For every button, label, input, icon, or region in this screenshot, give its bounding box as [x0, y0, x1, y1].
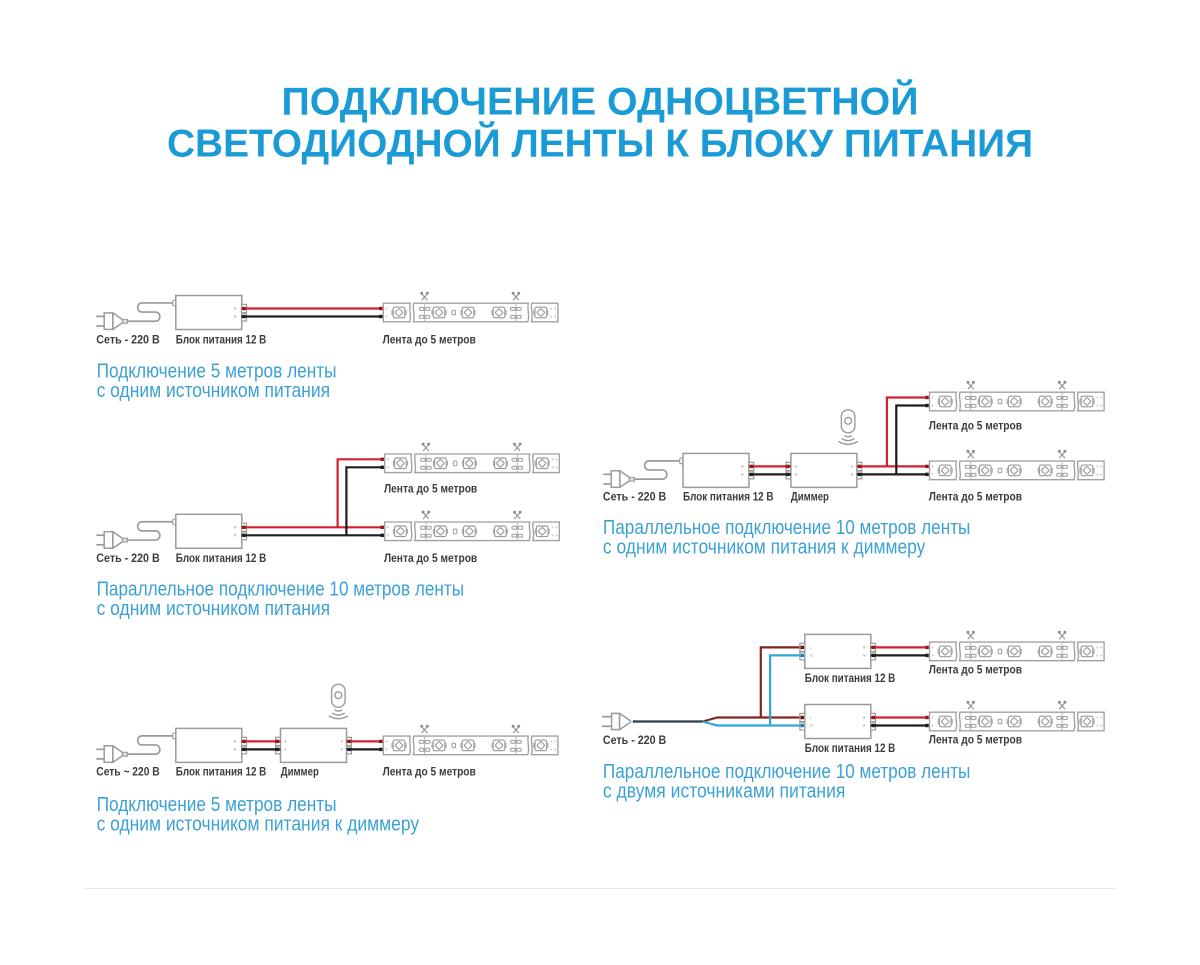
svg-text:Блок питания 12 В: Блок питания 12 В: [176, 767, 266, 779]
svg-text:Блок питания 12 В: Блок питания 12 В: [683, 491, 774, 503]
svg-text:Лента до 5 метров: Лента до 5 метров: [929, 491, 1022, 503]
svg-text:L: L: [810, 715, 813, 720]
svg-text:с одним источником питания: с одним источником питания: [97, 380, 331, 402]
svg-text:Сеть - 220 В: Сеть - 220 В: [96, 553, 159, 565]
svg-text:с одним источником питания: с одним источником питания: [97, 598, 331, 620]
svg-text:Параллельное подключение 10 ме: Параллельное подключение 10 метров ленты: [603, 761, 971, 783]
svg-text:Сеть - 220 В: Сеть - 220 В: [603, 491, 666, 503]
svg-text:L: L: [810, 645, 813, 650]
svg-text:Лента до 5 метров: Лента до 5 метров: [383, 334, 476, 346]
svg-text:Параллельное подключение 10 ме: Параллельное подключение 10 метров ленты: [603, 517, 971, 539]
svg-text:Сеть - 220 В: Сеть - 220 В: [603, 735, 666, 747]
svg-text:Лента до 5 метров: Лента до 5 метров: [384, 553, 477, 565]
svg-text:Лента до 5 метров: Лента до 5 метров: [383, 767, 476, 779]
svg-text:Блок питания 12 В: Блок питания 12 В: [805, 673, 896, 685]
svg-text:Лента до 5 метров: Лента до 5 метров: [929, 420, 1022, 432]
svg-text:Сеть ~ 220 В: Сеть ~ 220 В: [96, 767, 159, 779]
svg-text:с одним источником питания к д: с одним источником питания к диммеру: [603, 537, 926, 559]
svg-text:Подключение 5 метров ленты: Подключение 5 метров ленты: [97, 361, 337, 383]
svg-text:Диммер: Диммер: [281, 767, 319, 779]
svg-text:СВЕТОДИОДНОЙ ЛЕНТЫ К БЛОКУ ПИТ: СВЕТОДИОДНОЙ ЛЕНТЫ К БЛОКУ ПИТАНИЯ: [167, 121, 1033, 166]
svg-text:N: N: [810, 653, 813, 658]
svg-text:Лента до 5 метров: Лента до 5 метров: [929, 665, 1022, 677]
svg-text:N: N: [810, 723, 813, 728]
svg-text:ПОДКЛЮЧЕНИЕ ОДНОЦВЕТНОЙ: ПОДКЛЮЧЕНИЕ ОДНОЦВЕТНОЙ: [282, 79, 919, 124]
svg-text:Подключение 5 метров ленты: Подключение 5 метров ленты: [97, 794, 337, 816]
svg-text:Блок питания 12 В: Блок питания 12 В: [176, 334, 266, 346]
svg-text:Блок питания 12 В: Блок питания 12 В: [176, 553, 266, 565]
svg-text:Лента до 5 метров: Лента до 5 метров: [384, 484, 477, 496]
svg-text:Лента до 5 метров: Лента до 5 метров: [929, 735, 1022, 747]
svg-text:с двумя источниками питания: с двумя источниками питания: [603, 781, 846, 803]
svg-text:Параллельное подключение 10 ме: Параллельное подключение 10 метров ленты: [97, 579, 465, 601]
svg-text:Блок питания 12 В: Блок питания 12 В: [805, 743, 896, 755]
svg-text:Диммер: Диммер: [791, 491, 829, 503]
svg-text:с одним источником питания к д: с одним источником питания к диммеру: [97, 814, 420, 836]
svg-text:Сеть - 220 В: Сеть - 220 В: [96, 334, 159, 346]
